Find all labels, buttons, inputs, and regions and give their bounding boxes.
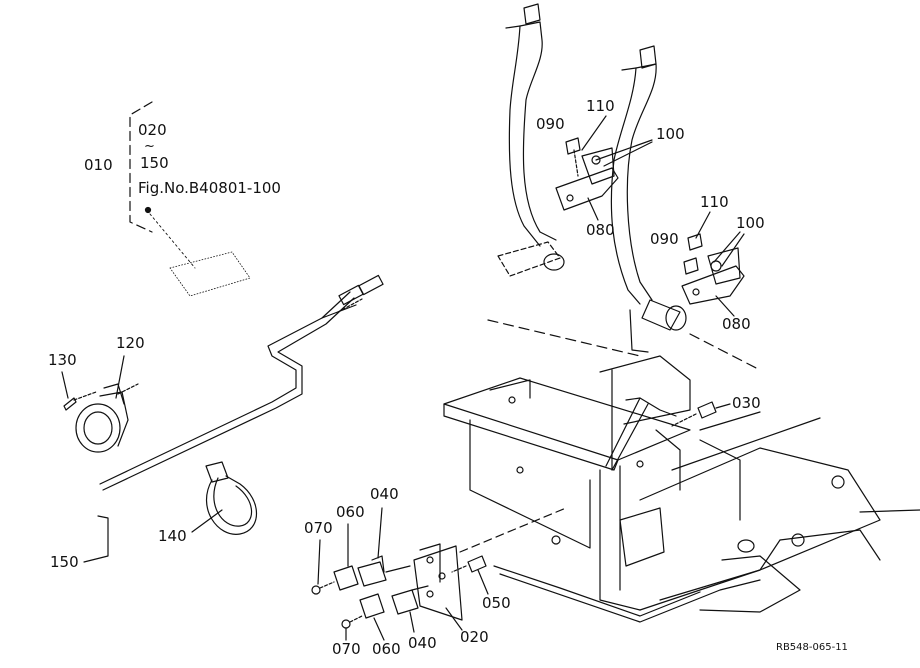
callout-050: 050 [482, 594, 511, 612]
switch-040-lower [391, 585, 429, 615]
ref-range-tilde: ~ [144, 139, 155, 154]
control-lever-right [610, 45, 687, 353]
linkage-rod [605, 397, 677, 471]
bolt-050 [451, 555, 487, 573]
screw-070 [311, 581, 363, 629]
leader-100-a1 [595, 139, 653, 161]
leader-110-b [695, 211, 711, 239]
leader-100-b1 [713, 231, 741, 263]
reference-bracket [129, 101, 153, 233]
bracket-guide [459, 507, 567, 553]
callout-090-a: 090 [536, 115, 565, 133]
bracket-080-left [555, 147, 619, 211]
leader-120-tail [117, 383, 139, 395]
callout-140: 140 [158, 527, 187, 545]
callout-070-b: 070 [332, 640, 361, 658]
mounting-bracket-020 [413, 543, 463, 621]
callout-100-a: 100 [656, 125, 685, 143]
callout-120: 120 [116, 334, 145, 352]
callout-040-b: 040 [408, 634, 437, 652]
callout-030: 030 [732, 394, 761, 412]
bolt-030 [671, 401, 717, 427]
callout-040-a: 040 [370, 485, 399, 503]
leader-120 [115, 355, 125, 399]
leader-070-a [317, 539, 321, 585]
callout-060-b: 060 [372, 640, 401, 658]
leader-050 [477, 569, 489, 595]
wire-leader [337, 298, 363, 313]
bolt-090-left [565, 137, 581, 177]
leader-040-a [377, 507, 383, 559]
switch-060-lower [359, 593, 385, 619]
reference-leader [149, 213, 196, 269]
drawing-code: RB548-065-11 [776, 642, 848, 653]
leader-080-b [715, 295, 735, 317]
leader-130 [61, 371, 69, 399]
chassis-frame [443, 355, 920, 623]
callout-090-b: 090 [650, 230, 679, 248]
callout-130: 130 [48, 351, 77, 369]
callout-060-a: 060 [336, 503, 365, 521]
callout-100-b: 100 [736, 214, 765, 232]
leader-140 [191, 509, 223, 533]
callout-070-a: 070 [304, 519, 333, 537]
callout-020: 020 [460, 628, 489, 646]
switch-040-upper [357, 555, 411, 587]
bolt-090-right [683, 233, 703, 275]
ref-fig-number: Fig.No.B40801-100 [138, 179, 281, 197]
leader-040-b [409, 611, 415, 633]
leader-100-b2 [721, 233, 745, 267]
leader-060-b [373, 617, 385, 641]
leader-030 [715, 403, 731, 409]
wire-harness [99, 274, 384, 491]
sensor [75, 383, 129, 453]
callout-150: 150 [50, 553, 79, 571]
control-lever-left [497, 3, 565, 277]
switch-060-upper [333, 565, 359, 591]
leader-080-a [587, 197, 599, 221]
callout-080-b: 080 [722, 315, 751, 333]
leader-020 [445, 607, 463, 631]
bracket-080-right [681, 247, 745, 305]
lever-guide-lines [487, 319, 761, 371]
ref-range-end: 150 [140, 154, 169, 172]
callout-080-a: 080 [586, 221, 615, 239]
leader-150 [83, 515, 109, 563]
callout-110-b: 110 [700, 193, 729, 211]
callout-110-a: 110 [586, 97, 615, 115]
leader-100-a2 [603, 141, 653, 167]
tie-band [205, 461, 257, 535]
reference-plate [169, 251, 251, 297]
leader-110-a [581, 115, 607, 151]
ref-range-start: 020 [138, 121, 167, 139]
callout-010: 010 [84, 156, 113, 174]
screw-130 [63, 391, 97, 411]
reference-dot [144, 206, 152, 214]
